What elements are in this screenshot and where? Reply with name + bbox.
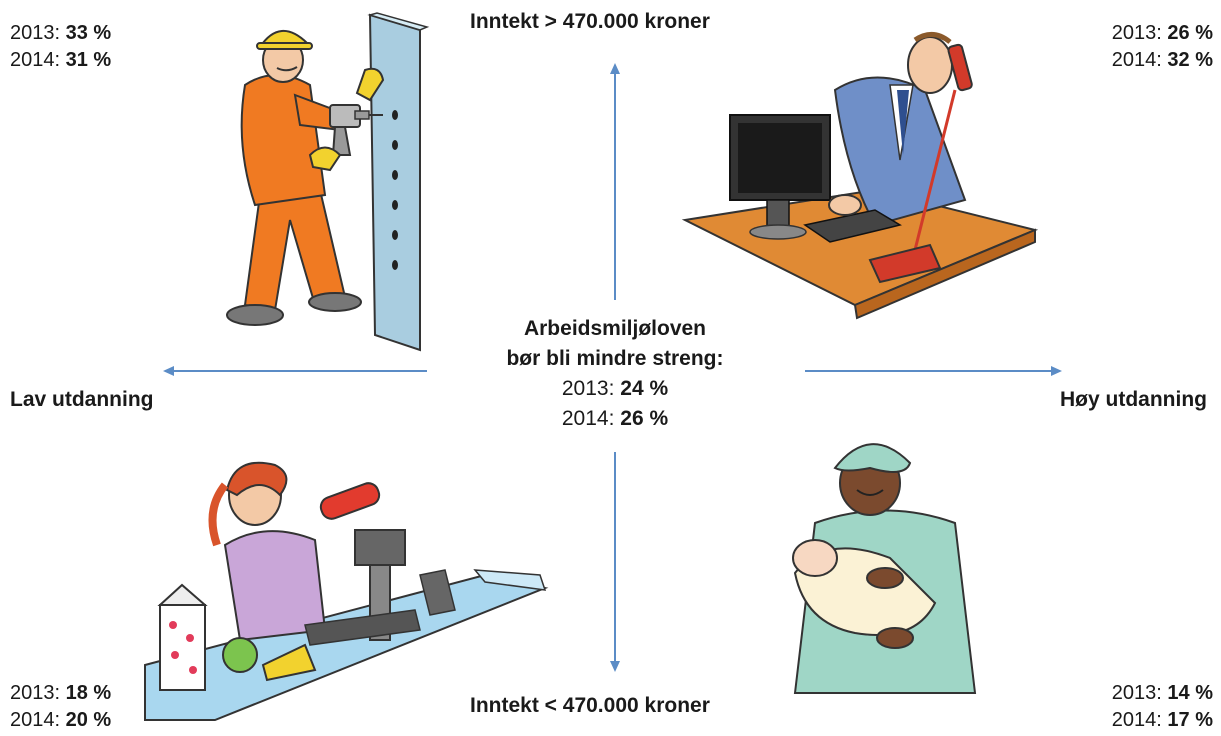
- center-2014: 2014: 26 %: [440, 404, 790, 434]
- percent-value: 24 %: [620, 377, 669, 400]
- year-label: 2013:: [10, 682, 61, 704]
- percent-value: 26 %: [620, 407, 669, 430]
- year-label: 2013:: [561, 377, 615, 400]
- percent-value: 32 %: [1167, 49, 1213, 71]
- year-label: 2013:: [10, 22, 61, 44]
- year-label: 2013:: [1111, 22, 1162, 44]
- percent-value: 17 %: [1167, 709, 1213, 731]
- year-label: 2014:: [1111, 709, 1162, 731]
- nurse-illustration: [792, 443, 977, 694]
- percent-value: 20 %: [65, 709, 112, 731]
- percent-value: 33 %: [65, 22, 112, 44]
- stats-top-right: 2013: 26 % 2014: 32 %: [1112, 20, 1213, 74]
- axis-label-left: Lav utdanning: [10, 388, 154, 411]
- year-label: 2014:: [10, 709, 61, 731]
- percent-value: 18 %: [65, 682, 112, 704]
- axis-label-top: Inntekt > 470.000 kroner: [470, 10, 710, 33]
- year-label: 2014:: [1111, 49, 1162, 71]
- cashier-illustration: [144, 461, 549, 721]
- percent-value: 26 %: [1167, 22, 1213, 44]
- construction-worker-illustration: [226, 12, 430, 352]
- center-statement: Arbeidsmiljøloven bør bli mindre streng:…: [440, 314, 790, 434]
- year-label: 2014:: [561, 407, 615, 430]
- stats-bottom-right: 2013: 14 % 2014: 17 %: [1112, 680, 1213, 734]
- center-title-line1: Arbeidsmiljøloven: [523, 317, 707, 340]
- percent-value: 31 %: [65, 49, 112, 71]
- stats-top-left: 2013: 33 % 2014: 31 %: [10, 20, 111, 74]
- center-title-line2: bør bli mindre streng:: [506, 347, 724, 370]
- stats-bottom-left: 2013: 18 % 2014: 20 %: [10, 680, 111, 734]
- axis-label-bottom: Inntekt < 470.000 kroner: [470, 694, 710, 717]
- center-2013: 2013: 24 %: [440, 374, 790, 404]
- percent-value: 14 %: [1167, 682, 1213, 704]
- office-worker-illustration: [681, 32, 1039, 320]
- axis-label-right: Høy utdanning: [1060, 388, 1207, 411]
- year-label: 2014:: [10, 49, 61, 71]
- year-label: 2013:: [1111, 682, 1162, 704]
